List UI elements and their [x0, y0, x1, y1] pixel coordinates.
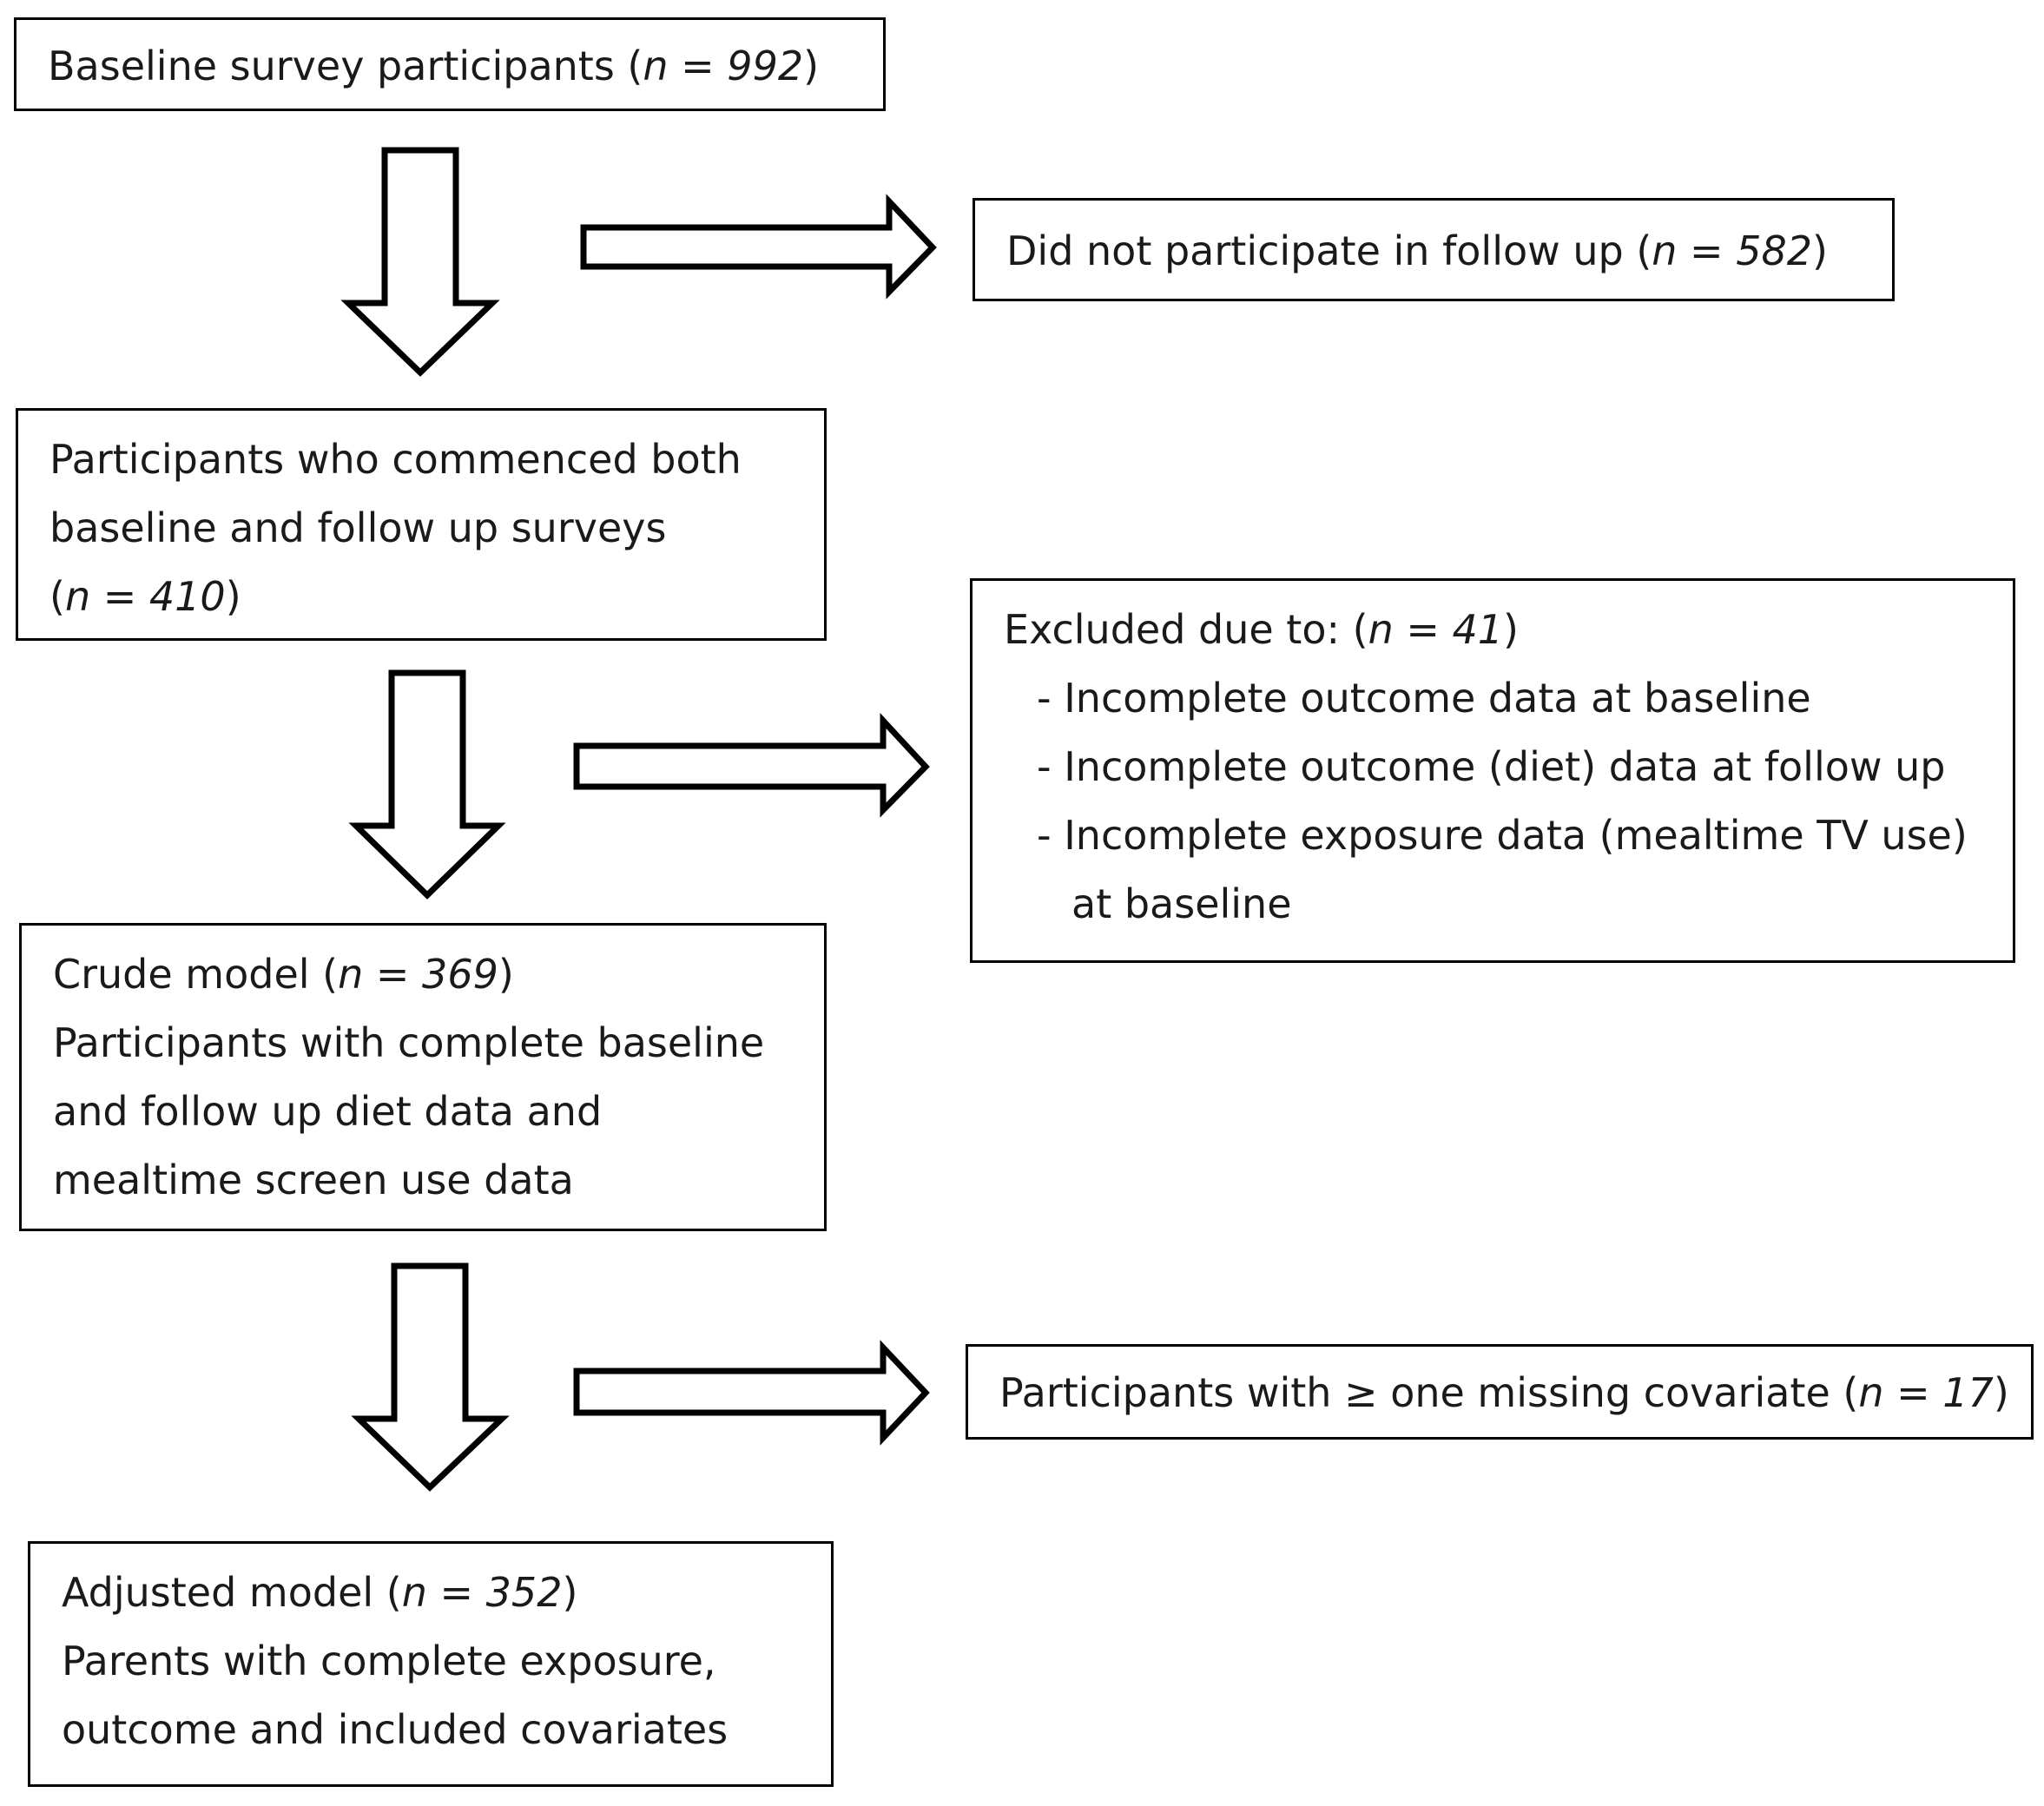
- label-text: ): [803, 43, 820, 89]
- label-text: Excluded due to: (: [1004, 606, 1368, 653]
- arrow-right-3: [573, 1340, 930, 1446]
- missing-covariate-line-0: Participants with ≥ one missing covariat…: [999, 1359, 2009, 1427]
- no-follow-up-line-0: Did not participate in follow up (n = 58…: [1006, 217, 1861, 286]
- crude-model-line-3: mealtime screen use data: [53, 1146, 793, 1215]
- label-text: ): [225, 573, 241, 620]
- arrow-down-3: [351, 1262, 510, 1492]
- node-no-follow-up: Did not participate in follow up (n = 58…: [973, 198, 1895, 301]
- excluded-line-0: Excluded due to: (n = 41): [1004, 596, 1981, 664]
- node-baseline-participants: Baseline survey participants (n = 992): [14, 17, 886, 111]
- sample-size: n = 17: [1858, 1369, 1994, 1416]
- label-text: Parents with complete exposure,: [62, 1638, 716, 1684]
- label-text: baseline and follow up surveys: [49, 504, 667, 551]
- label-text: Crude model (: [53, 951, 339, 998]
- label-text: and follow up diet data and: [53, 1088, 603, 1135]
- node-excluded: Excluded due to: (n = 41) - Incomplete ou…: [970, 578, 2015, 963]
- label-text: ): [1812, 227, 1828, 274]
- label-text: Participants who commenced both: [49, 436, 742, 483]
- label-text: - Incomplete outcome data at baseline: [1037, 675, 1811, 722]
- node-both-surveys: Participants who commenced both baseline …: [16, 408, 827, 641]
- arrow-down-2: [348, 669, 506, 900]
- crude-model-line-1: Participants with complete baseline: [53, 1009, 793, 1078]
- excluded-line-3: - Incomplete exposure data (mealtime TV …: [1004, 801, 1981, 870]
- label-text: ): [1993, 1369, 2009, 1416]
- both-surveys-line-2: (n = 410): [49, 563, 793, 631]
- baseline-line-0: Baseline survey participants (n = 992): [48, 32, 852, 101]
- both-surveys-line-1: baseline and follow up surveys: [49, 494, 793, 563]
- node-crude-model: Crude model (n = 369) Participants with c…: [19, 923, 827, 1231]
- sample-size: n = 410: [64, 573, 226, 620]
- excluded-line-4: at baseline: [1004, 870, 1981, 939]
- both-surveys-line-0: Participants who commenced both: [49, 425, 793, 494]
- sample-size: n = 369: [338, 951, 498, 998]
- arrow-right-2: [573, 713, 930, 818]
- sample-size: n = 352: [401, 1569, 563, 1616]
- adjusted-model-line-2: outcome and included covariates: [62, 1696, 800, 1764]
- sample-size: n = 582: [1652, 227, 1813, 274]
- label-text: ): [1503, 606, 1519, 653]
- node-missing-covariate: Participants with ≥ one missing covariat…: [966, 1344, 2034, 1440]
- adjusted-model-line-0: Adjusted model (n = 352): [62, 1559, 800, 1627]
- label-text: ): [562, 1569, 578, 1616]
- label-text: outcome and included covariates: [62, 1706, 729, 1753]
- crude-model-line-0: Crude model (n = 369): [53, 940, 793, 1009]
- sample-size: n = 41: [1368, 606, 1504, 653]
- adjusted-model-line-1: Parents with complete exposure,: [62, 1627, 800, 1696]
- label-text: - Incomplete exposure data (mealtime TV …: [1037, 812, 1968, 859]
- label-text: ): [498, 951, 514, 998]
- excluded-line-2: - Incomplete outcome (diet) data at foll…: [1004, 733, 1981, 801]
- label-text: mealtime screen use data: [53, 1157, 574, 1203]
- excluded-line-1: - Incomplete outcome data at baseline: [1004, 664, 1981, 733]
- label-text: (: [49, 573, 65, 620]
- label-text: at baseline: [1071, 880, 1292, 927]
- arrow-right-1: [580, 194, 937, 300]
- label-text: Did not participate in follow up (: [1006, 227, 1652, 274]
- sample-size: n = 992: [643, 43, 804, 89]
- crude-model-line-2: and follow up diet data and: [53, 1078, 793, 1146]
- label-text: - Incomplete outcome (diet) data at foll…: [1037, 743, 1946, 790]
- arrow-down-1: [340, 147, 500, 377]
- label-text: Participants with ≥ one missing covariat…: [999, 1369, 1859, 1416]
- node-adjusted-model: Adjusted model (n = 352) Parents with com…: [28, 1541, 834, 1787]
- label-text: Adjusted model (: [62, 1569, 402, 1616]
- label-text: Baseline survey participants (: [48, 43, 643, 89]
- label-text: Participants with complete baseline: [53, 1019, 765, 1066]
